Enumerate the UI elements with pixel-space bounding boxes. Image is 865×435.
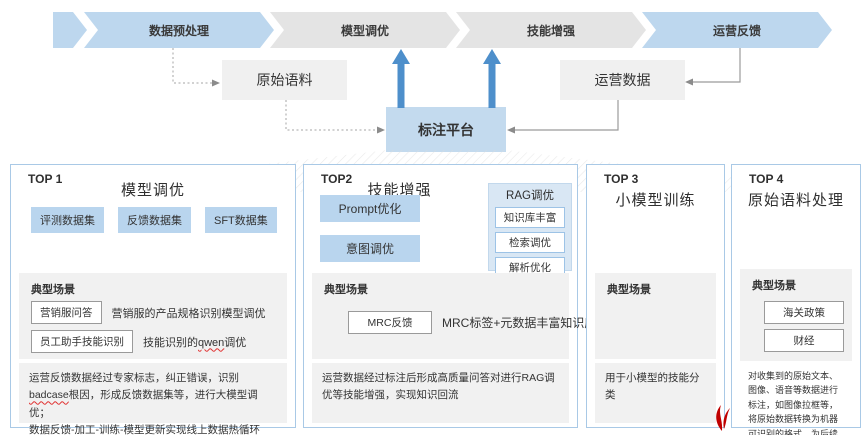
annotation-platform-label: 标注平台 xyxy=(418,121,474,138)
scenario-label: 典型场景 xyxy=(324,284,368,296)
panel-note: 运营反馈数据经过专家标志，纠正错误，识别badcase根因，形成反馈数据集等，进… xyxy=(19,363,287,435)
panel-title: 模型调优 xyxy=(120,182,185,199)
panel-rank: TOP 3 xyxy=(604,172,639,186)
scenario-label: 典型场景 xyxy=(752,280,796,292)
chip-customs-policy: 海关政策 xyxy=(764,301,844,324)
rag-chip-parsing: 解析优化 xyxy=(495,257,565,278)
chip-eval-dataset: 评测数据集 xyxy=(31,207,104,233)
scenario-section: 典型场景 xyxy=(595,273,716,359)
scenario-section: 典型场景 MRC反馈 MRC标签+元数据丰富知识库 xyxy=(312,273,596,359)
stage-skill-enhance: 技能增强 xyxy=(456,12,646,48)
stage-label: 技能增强 xyxy=(526,23,575,38)
scenario-label: 典型场景 xyxy=(31,284,75,296)
scenario-text: 技能识别的qwen调优 xyxy=(143,336,247,349)
stage-data-preprocess: 数据预处理 xyxy=(84,12,274,48)
chip-sft-dataset: SFT数据集 xyxy=(205,207,277,233)
stage-label: 运营反馈 xyxy=(712,23,761,38)
chevron-fragment xyxy=(53,12,87,48)
scenario-section: 典型场景 营销服问答 营销服的产品规格识别模型调优 员工助手技能识别 技能识别的… xyxy=(19,273,287,359)
panel-note: 用于小模型的技能分类 xyxy=(595,363,716,423)
rag-chip-knowledge: 知识库丰富 xyxy=(495,207,565,228)
ops-data-box: 运营数据 xyxy=(560,60,685,100)
chip-feedback-dataset: 反馈数据集 xyxy=(118,207,191,233)
stage-ops-feedback: 运营反馈 xyxy=(642,12,832,48)
rag-header: RAG调优 xyxy=(506,190,554,202)
rag-group: RAG调优 知识库丰富 检索调优 解析优化 xyxy=(488,183,572,278)
scenario-label: 典型场景 xyxy=(607,284,651,296)
stage-model-tuning: 模型调优 xyxy=(270,12,460,48)
stage-label: 数据预处理 xyxy=(148,23,209,38)
chip-assistant-skill: 员工助手技能识别 xyxy=(31,330,133,353)
up-arrow-to-skill-enhance xyxy=(483,49,501,108)
scenario-section: 典型场景 海关政策 财经 xyxy=(740,269,852,361)
chip-marketing-qa: 营销服问答 xyxy=(31,301,102,324)
panel-top1: TOP 1 模型调优 评测数据集 反馈数据集 SFT数据集 典型场景 营销服问答… xyxy=(10,164,296,435)
scenario-text: MRC标签+元数据丰富知识库 xyxy=(442,316,597,330)
misspelled-word: badcase xyxy=(29,389,69,402)
panel-top4: TOP 4 原始语料处理 典型场景 海关政策 财经 对收集到的原始文本、图像、语… xyxy=(731,164,861,435)
raw-corpus-box: 原始语料 xyxy=(222,60,347,100)
panel-top2: TOP2 技能增强 Prompt优化 意图调优 RAG调优 知识库丰富 检索调优… xyxy=(303,164,596,428)
chip-intent-tuning: 意图调优 xyxy=(320,235,420,262)
rag-chip-retrieval: 检索调优 xyxy=(495,232,565,253)
panel-note: 对收集到的原始文本、图像、语音等数据进行标注，如图像拉框等，将原始数据转换为机器… xyxy=(740,365,852,435)
panel-note: 运营数据经过标注后形成高质量问答对进行RAG调优等技能增强，实现知识回流 xyxy=(312,363,569,423)
stage-label: 模型调优 xyxy=(340,23,389,38)
chip-finance: 财经 xyxy=(764,329,844,352)
panel-title: 小模型训练 xyxy=(615,192,696,209)
scenario-text: 营销服的产品规格识别模型调优 xyxy=(111,307,266,320)
misspelled-word: qwen xyxy=(198,336,225,349)
dataset-chips: 评测数据集 反馈数据集 SFT数据集 xyxy=(31,207,277,233)
chip-prompt-optimize: Prompt优化 xyxy=(320,195,420,222)
panel-top3: TOP 3 小模型训练 典型场景 用于小模型的技能分类 xyxy=(586,164,725,428)
annotation-platform-box: 标注平台 xyxy=(386,107,506,152)
chip-mrc-feedback: MRC反馈 xyxy=(348,311,432,334)
panel-rank: TOP 4 xyxy=(749,172,784,186)
raw-corpus-label: 原始语料 xyxy=(256,72,313,88)
panel-title: 原始语料处理 xyxy=(747,192,844,209)
up-arrow-to-model-tuning xyxy=(392,49,410,108)
ops-data-label: 运营数据 xyxy=(594,72,651,88)
